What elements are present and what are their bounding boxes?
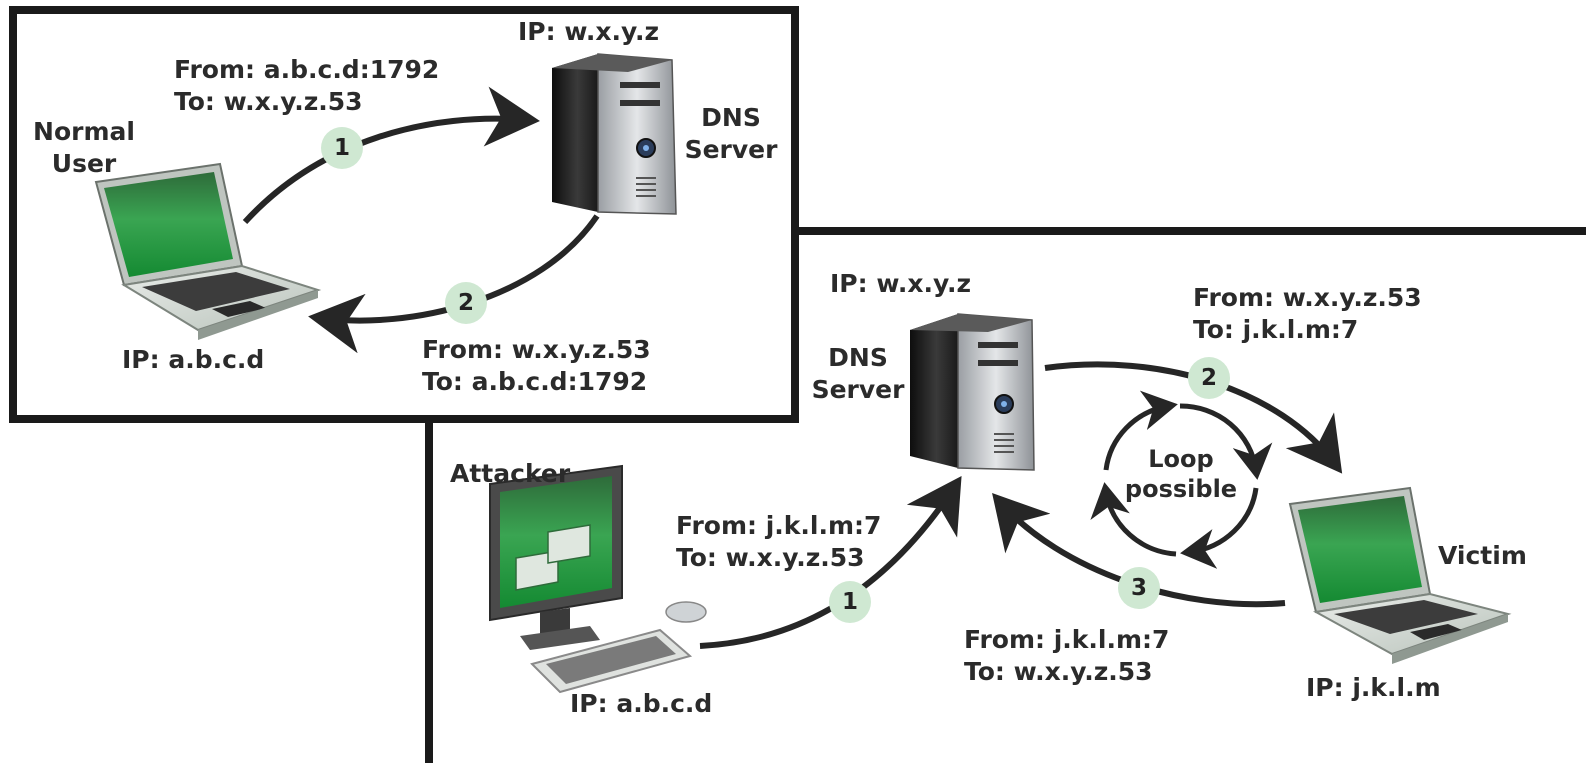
normal-response-to: To: a.b.c.d:1792 — [422, 367, 648, 396]
request-arrow — [242, 86, 540, 225]
normal-user-label: Normal User — [22, 116, 146, 180]
step-3-badge: 3 — [1118, 567, 1160, 609]
normal-user-ip: IP: a.b.c.d — [122, 345, 265, 374]
attack-server-label-line2: Server — [811, 375, 905, 404]
normal-server-label-line2: Server — [684, 135, 778, 164]
victim-reply-label: From: j.k.l.m:7 To: w.x.y.z.53 — [964, 624, 1169, 688]
spoofed-request-to: To: w.x.y.z.53 — [676, 543, 865, 572]
dns-server-icon — [910, 313, 1035, 471]
normal-user-label-line2: User — [51, 149, 117, 178]
loop-label: Loop possible — [1114, 444, 1248, 504]
dns-server-icon — [552, 53, 677, 215]
normal-response-label: From: w.x.y.z.53 To: a.b.c.d:1792 — [422, 334, 651, 398]
normal-request-label: From: a.b.c.d:1792 To: w.x.y.z.53 — [174, 54, 439, 118]
attack-server-label-line1: DNS — [828, 343, 888, 372]
victim-reply-to: To: w.x.y.z.53 — [964, 657, 1153, 686]
victim-reply-from: From: j.k.l.m:7 — [964, 625, 1170, 654]
normal-request-to: To: w.x.y.z.53 — [174, 87, 363, 116]
normal-server-label-line1: DNS — [701, 103, 761, 132]
attacker-computer-icon — [489, 464, 707, 694]
victim-label: Victim — [1438, 541, 1527, 570]
attacker-ip: IP: a.b.c.d — [570, 689, 713, 718]
attack-server-ip: IP: w.x.y.z — [830, 269, 971, 298]
normal-user-label-line1: Normal — [33, 117, 135, 146]
attack-server-label: DNS Server — [804, 342, 912, 406]
loop-label-line2: possible — [1124, 475, 1238, 503]
step-1-badge: 1 — [829, 581, 871, 623]
step-1-badge: 1 — [321, 127, 363, 169]
victim-ip: IP: j.k.l.m — [1306, 673, 1441, 702]
normal-server-label: DNS Server — [676, 102, 786, 166]
spoofed-request-label: From: j.k.l.m:7 To: w.x.y.z.53 — [676, 510, 881, 574]
normal-server-ip: IP: w.x.y.z — [518, 17, 659, 46]
normal-user-laptop-icon — [94, 162, 322, 340]
step-2-badge: 2 — [445, 282, 487, 324]
attack-scenario-frame — [425, 227, 1586, 763]
victim-laptop-icon — [1288, 486, 1512, 664]
step-2-badge: 2 — [1188, 357, 1230, 399]
loop-icon — [1090, 390, 1273, 569]
normal-request-from: From: a.b.c.d:1792 — [174, 55, 440, 84]
attacker-label: Attacker — [450, 459, 571, 488]
normal-response-from: From: w.x.y.z.53 — [422, 335, 651, 364]
response-to-victim-label: From: w.x.y.z.53 To: j.k.l.m:7 — [1193, 282, 1422, 346]
spoofed-request-from: From: j.k.l.m:7 — [676, 511, 882, 540]
response-to-victim-from: From: w.x.y.z.53 — [1193, 283, 1422, 312]
response-to-victim-to: To: j.k.l.m:7 — [1193, 315, 1359, 344]
loop-label-line1: Loop — [1148, 445, 1214, 473]
normal-scenario-frame — [9, 6, 799, 423]
